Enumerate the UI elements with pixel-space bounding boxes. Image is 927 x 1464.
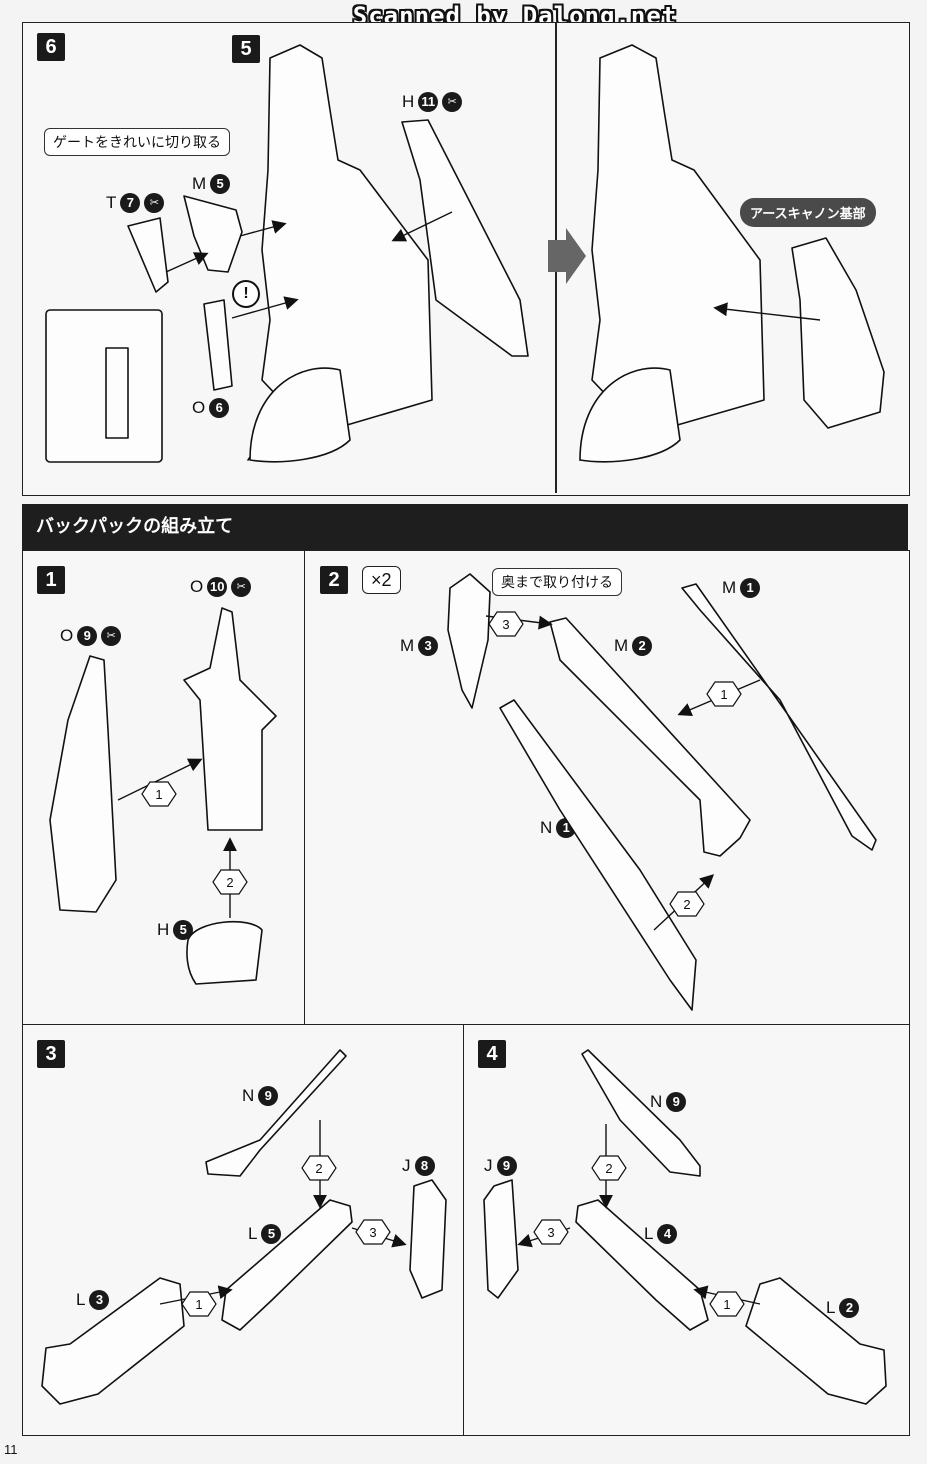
- warning-icon-detail: !: [78, 330, 106, 358]
- part-label-m1: M 1: [722, 578, 761, 598]
- part-letter: J: [484, 1156, 493, 1175]
- part-number: 1: [556, 818, 577, 838]
- part-label-n9: N 9: [242, 1086, 279, 1106]
- part-label-l3: L 3: [76, 1290, 110, 1310]
- part-letter: H: [157, 920, 170, 939]
- part-label-t7: T 7 ✂: [106, 193, 165, 213]
- page-number: 11: [4, 1442, 18, 1457]
- part-letter: H: [402, 92, 415, 111]
- step-number: 1: [37, 566, 65, 594]
- nipper-icon: ✂: [101, 626, 122, 646]
- repeat-count-badge: ×2: [362, 566, 401, 594]
- part-letter: T: [106, 193, 117, 212]
- step-number: 2: [320, 566, 348, 594]
- part-number: 7: [120, 193, 141, 213]
- section-title-bar: バックパックの組み立て: [22, 504, 908, 550]
- part-letter: L: [76, 1290, 86, 1309]
- part-label-n9: N 9: [650, 1092, 687, 1112]
- part-label-o10: O 10 ✂: [190, 577, 252, 597]
- step-1-panel: [22, 550, 306, 1026]
- part-letter: N: [540, 818, 553, 837]
- part-number: 1: [740, 578, 761, 598]
- insert-fully-note: 奥まで取り付ける: [492, 568, 622, 596]
- part-label-m3: M 3: [400, 636, 439, 656]
- part-number: 5: [261, 1224, 282, 1244]
- part-letter: M: [400, 636, 415, 655]
- part-number: 6: [209, 398, 230, 418]
- step-6-panel: [22, 22, 910, 496]
- part-letter: N: [242, 1086, 255, 1105]
- part-label-m2: M 2: [614, 636, 653, 656]
- nipper-icon: ✂: [442, 92, 463, 112]
- step-4-panel: [463, 1024, 910, 1436]
- part-letter: M: [722, 578, 737, 597]
- step-number: 6: [37, 33, 65, 61]
- step-2-panel: [304, 550, 910, 1026]
- gate-note-callout: ゲートをきれいに切り取る: [44, 128, 230, 156]
- part-letter: O: [192, 398, 206, 417]
- part-number: 3: [89, 1290, 110, 1310]
- part-label-m5: M 5: [192, 174, 231, 194]
- part-letter: O: [60, 626, 74, 645]
- part-label-h5: H 5: [157, 920, 194, 940]
- part-number: 10: [207, 577, 228, 597]
- part-letter: J: [402, 1156, 411, 1175]
- part-number: 9: [496, 1156, 517, 1176]
- part-label-j9: J 9: [484, 1156, 517, 1176]
- sub-step-number: 5: [232, 35, 260, 63]
- part-label-n1: N 1: [540, 818, 577, 838]
- part-letter: N: [650, 1092, 663, 1111]
- part-label-l5: L 5: [248, 1224, 282, 1244]
- part-label-l4: L 4: [644, 1224, 678, 1244]
- step-number: 3: [37, 1040, 65, 1068]
- part-number: 8: [414, 1156, 435, 1176]
- warning-icon: !: [232, 280, 260, 308]
- part-label-o6: O 6: [192, 398, 230, 418]
- part-letter: L: [248, 1224, 258, 1243]
- part-letter: L: [644, 1224, 654, 1243]
- part-number: 2: [632, 636, 653, 656]
- part-number: 5: [210, 174, 231, 194]
- part-number: 2: [839, 1298, 860, 1318]
- part-number: 11: [418, 92, 439, 112]
- part-label-j8: J 8: [402, 1156, 435, 1176]
- nipper-icon: ✂: [144, 193, 165, 213]
- part-number: 9: [77, 626, 98, 646]
- part-number: 9: [666, 1092, 687, 1112]
- panel-divider: [555, 23, 557, 493]
- part-label-o9: O 9 ✂: [60, 626, 122, 646]
- part-label-l2: L 2: [826, 1298, 860, 1318]
- earth-cannon-label: アースキャノン基部: [740, 198, 876, 227]
- part-number: 5: [173, 920, 194, 940]
- part-label-h11: H 11 ✂: [402, 92, 463, 112]
- part-number: 3: [418, 636, 439, 656]
- part-letter: O: [190, 577, 204, 596]
- part-number: 4: [657, 1224, 678, 1244]
- nipper-icon: ✂: [231, 577, 252, 597]
- part-letter: L: [826, 1298, 836, 1317]
- step-number: 4: [478, 1040, 506, 1068]
- part-letter: M: [192, 174, 207, 193]
- part-letter: M: [614, 636, 629, 655]
- part-number: 9: [258, 1086, 279, 1106]
